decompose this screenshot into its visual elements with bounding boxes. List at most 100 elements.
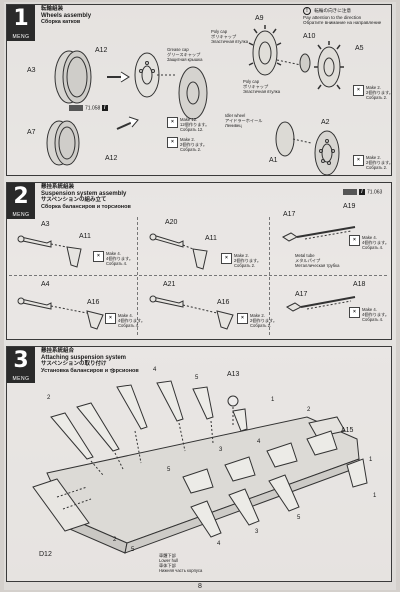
callout-number: 1	[369, 457, 373, 463]
part-label-A9: A9	[255, 15, 264, 22]
part-label-A17: A17	[283, 211, 296, 218]
callout-number: 5	[195, 375, 199, 381]
step-2-panel: 2 MENG 懸挂系統組装 Suspension system assembly…	[6, 182, 392, 340]
paint-code-step1: 71.058 /	[69, 105, 110, 111]
paint-swatch	[343, 189, 357, 195]
part-label-A21: A21	[163, 281, 176, 288]
repeat-count-icon: ×	[237, 313, 248, 324]
paint-marker-icon: /	[101, 105, 108, 111]
wheels-assembly-diagram	[46, 25, 344, 176]
step-number-3: 3	[7, 347, 35, 379]
part-label-A16-b: A16	[217, 299, 230, 306]
step-3-title-jp2: サスペンションの取り付け	[41, 361, 107, 368]
brand-logo: MENG	[7, 33, 35, 41]
part-label-A19: A19	[343, 203, 356, 210]
brand-logo: MENG	[7, 375, 35, 383]
brand-logo: MENG	[7, 211, 35, 219]
part-label-A1: A1	[269, 157, 278, 164]
part-label-A10: A10	[303, 33, 316, 40]
step-1-title-ru: Сборка катков	[41, 19, 81, 26]
note-grease-cap: Grease cap グリースキャップ Защитная крышка	[167, 47, 203, 62]
step-1-panel: 1 MENG 転輪組装 Wheels assembly Сборка катко…	[6, 4, 393, 176]
step-2-titles: 懸挂系統組装 Suspension system assembly サスペンショ…	[41, 184, 131, 210]
step-3-panel: 3 MENG 懸挂系統組合 Attaching suspension syste…	[6, 346, 392, 582]
part-label-A3: A3	[27, 67, 36, 74]
note-metal-tube: Metal tube メタルパイプ Металлическая трубка	[295, 253, 340, 268]
step-1-title-en: Wheels assembly	[41, 12, 92, 19]
note-idler-wheel: Idler wheel アイドラーホイール Ленивец	[225, 113, 263, 128]
repeat-count-icon: ×	[353, 155, 364, 166]
repeat-count-icon: ×	[349, 235, 360, 246]
note-make-2-b: × Make 2. 2個作ります。 Собрать 2.	[237, 313, 277, 328]
repeat-count-icon: ×	[353, 85, 364, 96]
note-make-2: × Make 2. 2個作ります。 Собрать 2.	[221, 253, 261, 268]
repeat-count-icon: ×	[93, 251, 104, 262]
part-label-A11: A11	[79, 233, 91, 240]
callout-number: 3	[111, 369, 115, 375]
warning-ru: Обратите внимание на направление	[303, 20, 382, 26]
part-label-D12: D12	[39, 551, 52, 558]
part-label-A20: A20	[165, 219, 178, 226]
note-make-12: × Make 12. 12個作ります。 Собрать 12.	[167, 117, 209, 132]
part-label-A16: A16	[87, 299, 100, 306]
step-3-title-jp: 懸挂系統組合	[41, 348, 75, 354]
part-label-A11-b: A11	[205, 235, 217, 242]
step-number-2: 2	[7, 183, 35, 215]
note-make-4-d: × Make 4. 4個作ります。 Собрать 4.	[349, 307, 389, 322]
callout-number: 1	[373, 493, 377, 499]
part-label-A12-b: A12	[105, 155, 118, 162]
suspension-assembly-diagram	[17, 226, 356, 330]
note-make-2: × Make 2. 2個作ります。 Собрать 2.	[167, 137, 207, 152]
paint-marker-icon: /	[359, 189, 365, 195]
step-2-title-ru: Сборка балансиров и торсионов	[41, 203, 131, 210]
repeat-count-icon: ×	[349, 307, 360, 318]
callout-number: 2	[113, 537, 117, 543]
step-2-title-en: Suspension system assembly	[41, 190, 127, 197]
part-label-A3: A3	[41, 221, 50, 228]
part-label-A17-b: A17	[295, 291, 308, 298]
note-make-2-c: × Make 2. 2個作ります。 Собрать 2.	[353, 155, 393, 170]
paint-code-step2: /71.063	[343, 189, 382, 195]
part-label-A4: A4	[41, 281, 50, 288]
step-2-title-jp: 懸挂系統組装	[41, 184, 75, 190]
warning-en: Pay attention to the direction	[303, 15, 362, 20]
callout-number: 3	[255, 529, 259, 535]
warning-jp: 転輪の向きに注意	[314, 8, 352, 14]
repeat-count-icon: ×	[221, 253, 232, 264]
callout-number: 5	[167, 467, 171, 473]
step-3-title-ru: Установка балансиров и торсионов	[41, 367, 139, 374]
part-label-A5: A5	[355, 45, 364, 52]
callout-number: 3	[219, 447, 223, 453]
callout-number: 2	[47, 395, 51, 401]
step-number-1: 1	[7, 5, 35, 37]
note-make-2-b: × Make 2. 2個作ります。 Собрать 2.	[353, 85, 393, 100]
callout-number: 4	[257, 439, 261, 445]
repeat-count-icon: ×	[105, 313, 116, 324]
sub-step-divider	[137, 217, 138, 335]
part-label-A7: A7	[27, 129, 36, 136]
callout-number: 5	[131, 547, 135, 553]
page-number: 8	[198, 583, 202, 590]
callout-number: 4	[217, 541, 221, 547]
callout-number: 5	[297, 515, 301, 521]
step-3-titles: 懸挂系統組合 Attaching suspension system サスペンシ…	[41, 348, 139, 374]
hull-suspension-diagram	[32, 380, 368, 554]
callout-number: 1	[271, 397, 275, 403]
note-make-4-c: × Make 4. 4個作ります。 Собрать 4.	[105, 313, 145, 328]
part-label-A13: A13	[227, 371, 240, 378]
step-1-titles: 転輪組装 Wheels assembly Сборка катков	[41, 6, 91, 26]
repeat-count-icon: ×	[167, 137, 178, 148]
step-2-title-jp2: サスペンションの組み立て	[41, 197, 107, 204]
part-label-A15: A15	[341, 427, 354, 434]
part-label-A12: A12	[95, 47, 108, 54]
note-poly-cap-2: Poly cap ポリキャップ Эластичная втулка	[243, 79, 281, 94]
part-label-A18: A18	[353, 281, 366, 288]
note-make-4-b: × Make 4. 4個作ります。 Собрать 4.	[349, 235, 389, 250]
note-lower-hull: 車體下部 Lower hull 車体下部 Нижняя часть корпус…	[159, 553, 203, 573]
callout-number: 2	[307, 407, 311, 413]
note-make-4: × Make 4. 4個作ります。 Собрать 4.	[93, 251, 133, 266]
repeat-count-icon: ×	[167, 117, 178, 128]
callout-number: 4	[153, 367, 157, 373]
part-label-A2: A2	[321, 119, 330, 126]
note-poly-cap: Poly cap ポリキャップ Эластичная втулка	[211, 29, 249, 44]
